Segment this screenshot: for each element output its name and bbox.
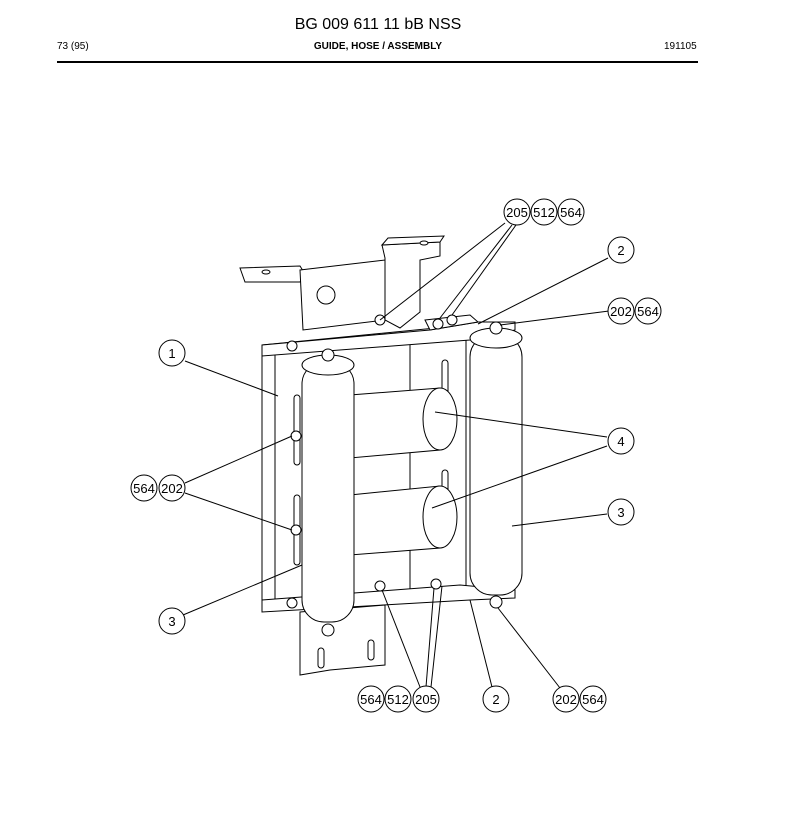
vertical-roller-right bbox=[469, 321, 523, 609]
revision-date: 191105 bbox=[664, 41, 697, 52]
callout-202-564-bottom: 202 564 bbox=[552, 685, 607, 713]
callout-label: 202 bbox=[610, 304, 632, 319]
callout-label: 564 bbox=[560, 205, 582, 220]
callout-202-564-top: 202 564 bbox=[607, 297, 662, 325]
callout-label: 205 bbox=[415, 692, 437, 707]
callout-top-group: 205 512 564 bbox=[503, 198, 585, 226]
callout-label: 512 bbox=[533, 205, 555, 220]
callout-label: 564 bbox=[133, 481, 155, 496]
callout-label: 4 bbox=[617, 434, 624, 449]
callout-label: 564 bbox=[360, 692, 382, 707]
bottom-plate bbox=[261, 584, 516, 676]
callout-3-right: 3 bbox=[607, 498, 635, 526]
callout-1: 1 bbox=[158, 339, 186, 367]
callout-label: 512 bbox=[387, 692, 409, 707]
vertical-roller-left bbox=[301, 348, 355, 637]
callout-label: 2 bbox=[492, 692, 499, 707]
callout-bottom-group: 564 512 205 bbox=[357, 685, 440, 713]
horizontal-roller-upper bbox=[349, 387, 458, 459]
callout-label: 3 bbox=[168, 614, 175, 629]
callout-label: 3 bbox=[617, 505, 624, 520]
document-number: BG 009 611 11 bB NSS bbox=[294, 16, 462, 33]
leader-lines bbox=[182, 222, 610, 689]
callout-4: 4 bbox=[607, 427, 635, 455]
callout-label: 202 bbox=[161, 481, 183, 496]
fasteners bbox=[286, 314, 458, 609]
callout-label: 1 bbox=[168, 346, 175, 361]
section-title: GUIDE, HOSE / ASSEMBLY bbox=[313, 41, 443, 52]
callout-564-202-left: 564 202 bbox=[130, 474, 186, 502]
top-mounting-bracket bbox=[239, 235, 445, 331]
page-number: 73 (95) bbox=[57, 41, 89, 52]
back-plate bbox=[261, 324, 467, 611]
callout-label: 564 bbox=[637, 304, 659, 319]
callout-label: 564 bbox=[582, 692, 604, 707]
callout-label: 205 bbox=[506, 205, 528, 220]
callout-2-bottom: 2 bbox=[482, 685, 510, 713]
callout-2-top: 2 bbox=[607, 236, 635, 264]
header-rule bbox=[57, 61, 698, 63]
callout-label: 2 bbox=[617, 243, 624, 258]
callout-3-left: 3 bbox=[158, 607, 186, 635]
horizontal-roller-lower bbox=[349, 485, 458, 556]
callout-label: 202 bbox=[555, 692, 577, 707]
